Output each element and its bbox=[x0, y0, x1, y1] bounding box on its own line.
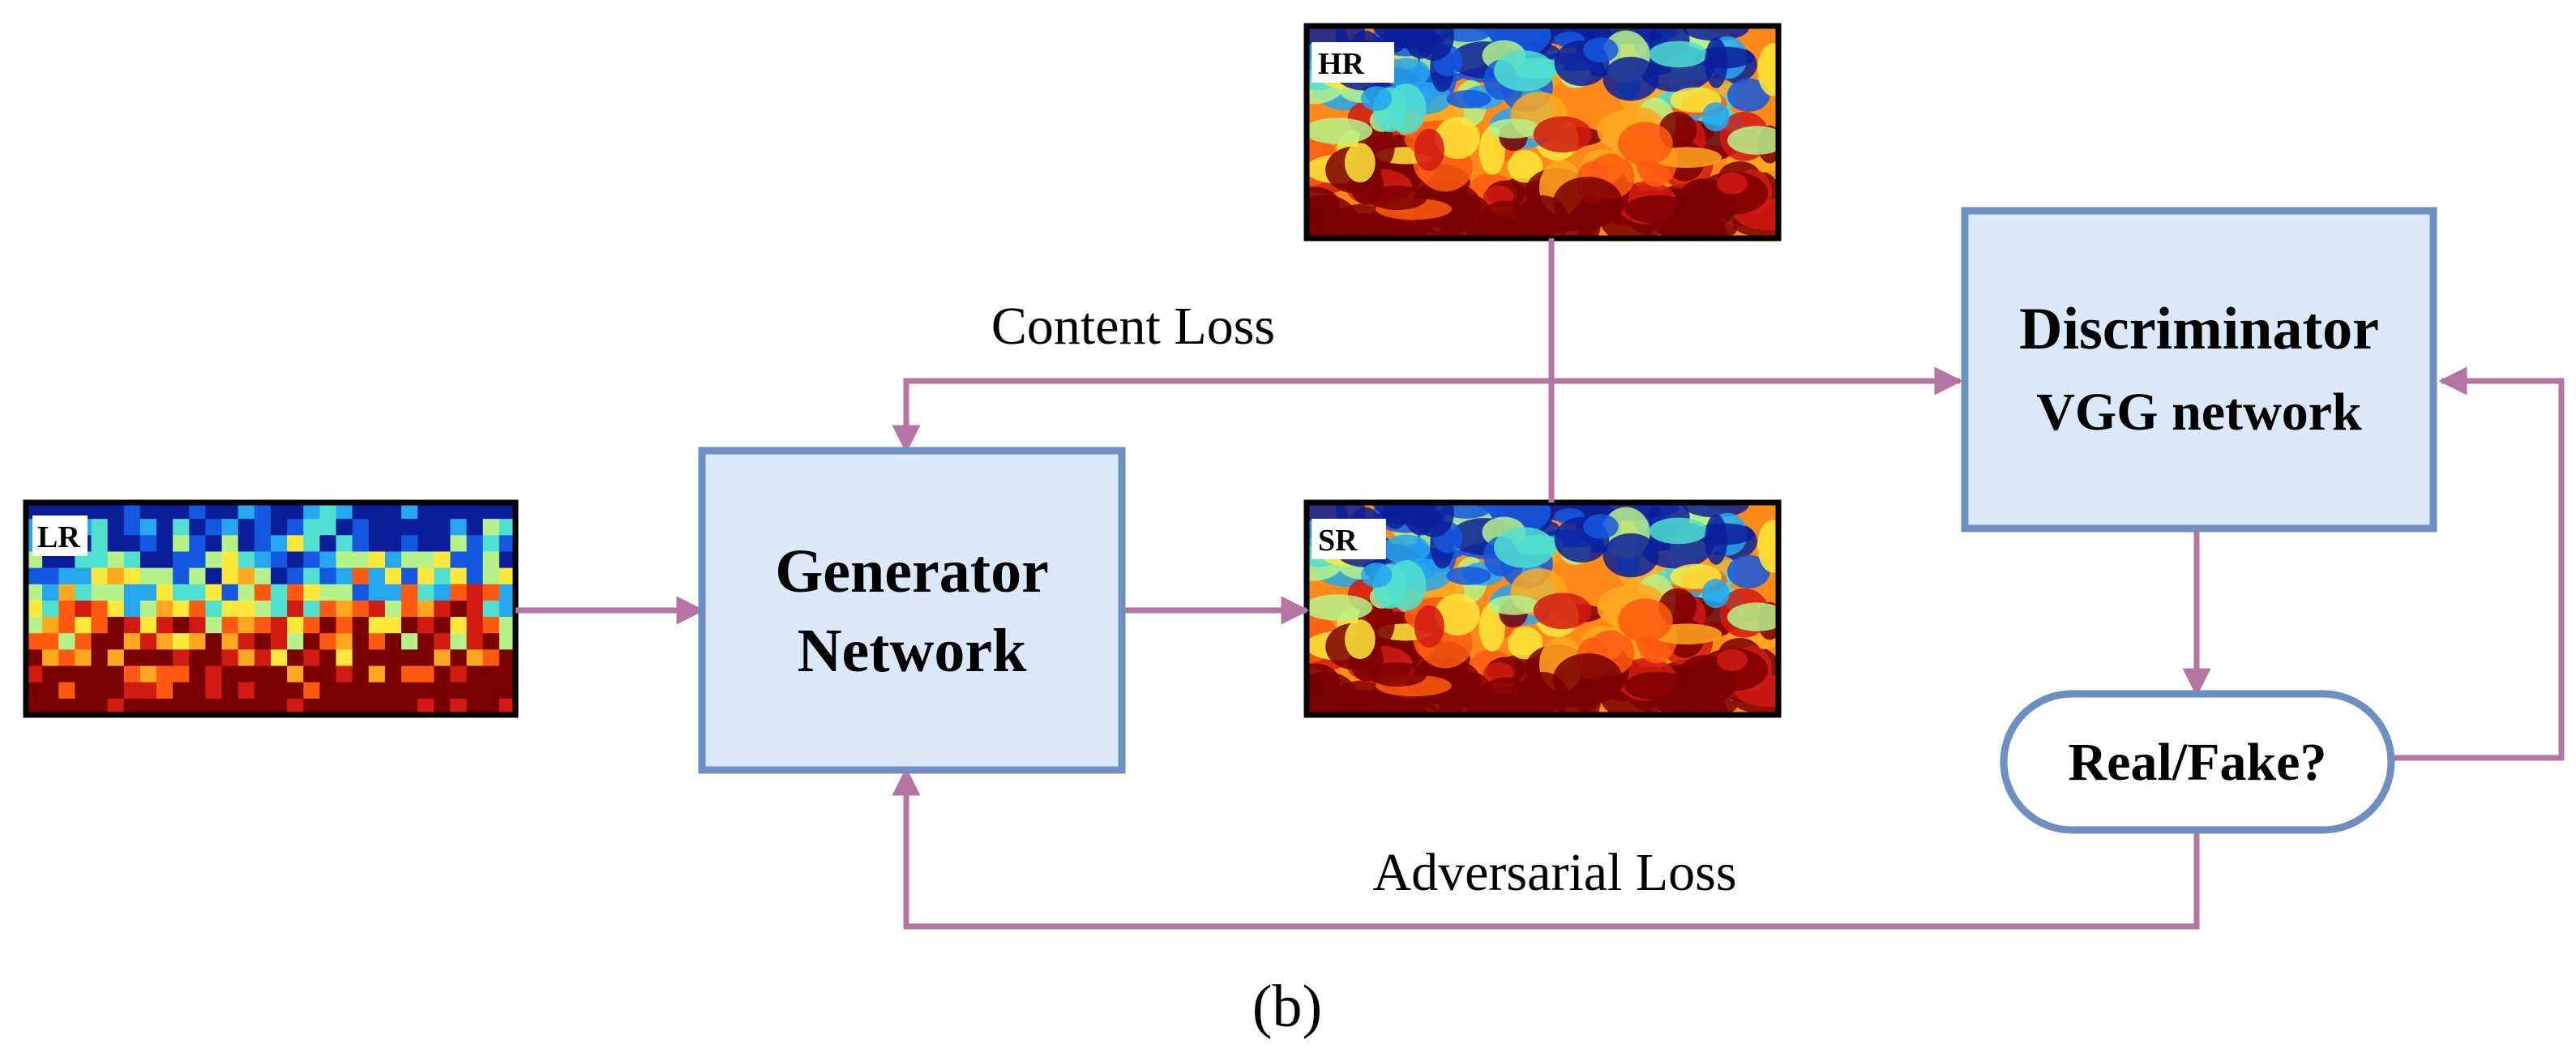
generator-box: Generator Network bbox=[698, 447, 1126, 774]
arrow-adversarial-loss-to-generator bbox=[892, 767, 2200, 930]
hr-tag: HR bbox=[1318, 47, 1365, 81]
sr-heatmap bbox=[1307, 503, 1778, 715]
decision-label: Real/Fake? bbox=[2069, 733, 2327, 792]
hr-tag-background bbox=[1312, 42, 1394, 83]
content-loss-label: Content Loss bbox=[991, 297, 1275, 356]
figure-caption: (b) bbox=[1252, 973, 1322, 1040]
discriminator-box: Discriminator VGG network bbox=[1961, 207, 2437, 533]
sr-tag-background bbox=[1312, 519, 1386, 559]
discriminator-label-line1: Discriminator bbox=[2019, 296, 2379, 362]
lr-image: LR bbox=[23, 499, 519, 718]
decision-box: Real/Fake? bbox=[2000, 690, 2395, 834]
sr-tag: SR bbox=[1318, 524, 1358, 558]
lr-heatmap bbox=[26, 503, 516, 715]
arrow-content-loss-to-generator bbox=[892, 378, 1551, 454]
arrow-decision-to-discriminator bbox=[2391, 366, 2565, 761]
adversarial-loss-label: Adversarial Loss bbox=[1372, 843, 1736, 902]
sr-image: SR bbox=[1303, 499, 1782, 718]
hr-image: HR bbox=[1303, 23, 1782, 242]
lr-tag-background bbox=[32, 516, 88, 556]
discriminator-label-line2: VGG network bbox=[2036, 383, 2362, 442]
lr-tag: LR bbox=[37, 520, 80, 554]
generator-label-line2: Network bbox=[798, 617, 1028, 685]
generator-label-line1: Generator bbox=[775, 537, 1049, 605]
